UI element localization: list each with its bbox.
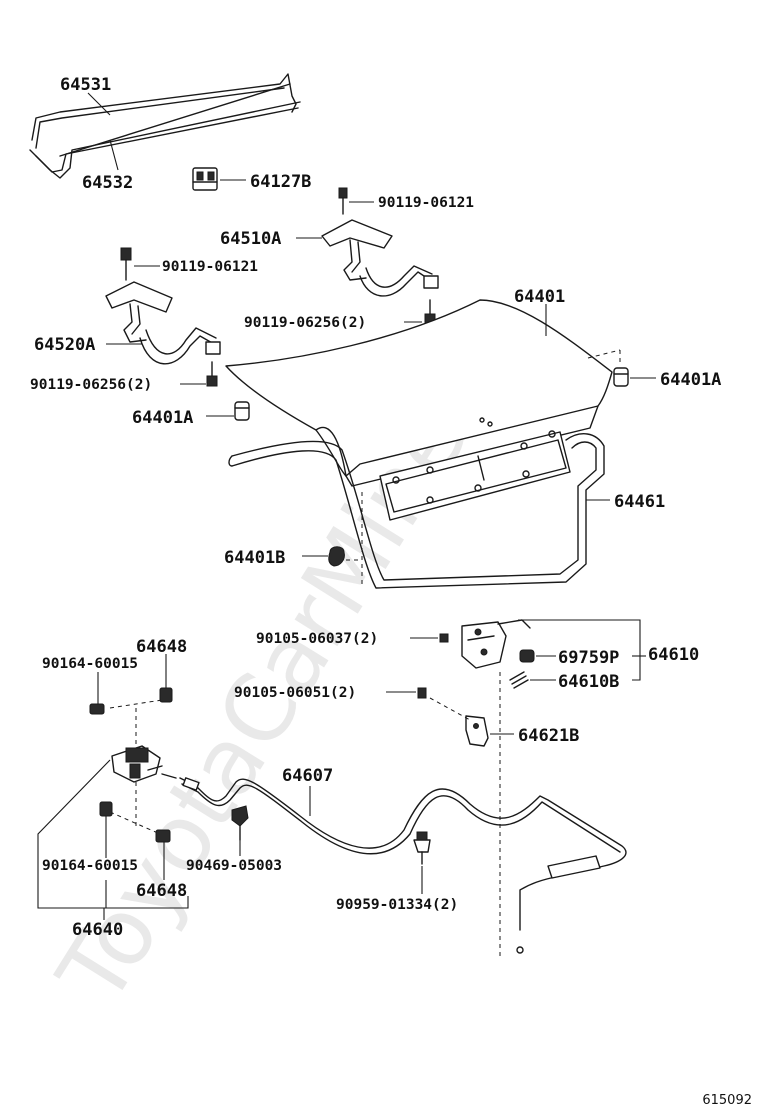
label-64610b: 64610B [558,672,619,692]
weatherstrip-64461 [228,433,605,589]
diagram-code: 615092 [702,1093,752,1108]
label-64621b: 64621B [518,726,579,746]
label-90164-60015-bottom: 90164-60015 [42,858,138,874]
stopper-64401a-left [234,401,250,421]
leader-64532 [109,139,119,171]
label-64127b: 64127B [250,172,311,192]
label-64531: 64531 [60,75,111,95]
label-64401a-left: 64401A [132,408,193,428]
clip-64648-top [159,687,173,703]
hinge-64510a [321,187,439,325]
stopper-64401a-right [613,367,629,387]
label-90105-06037: 90105-06037(2) [256,631,378,647]
label-90119-06121-b: 90119-06121 [162,259,258,275]
label-64607: 64607 [282,766,333,786]
hinge-64520a [105,247,221,387]
clip-64648-bottom [155,829,171,843]
label-64610: 64610 [648,645,699,665]
bracket-64640 [37,759,189,909]
label-90959-01334: 90959-01334(2) [336,897,458,913]
label-90105-06051: 90105-06051(2) [234,685,356,701]
label-64640: 64640 [72,920,123,940]
bracket-64621b [465,715,489,747]
label-64401a-right: 64401A [660,370,721,390]
label-69759p: 69759P [558,648,619,668]
screw-90164-60015-bottom [99,801,113,817]
label-64648-top: 64648 [136,637,187,657]
label-64648-bottom: 64648 [136,881,187,901]
label-64510a: 64510A [220,229,281,249]
label-90119-06256-b: 90119-06256(2) [30,377,152,393]
clip-90959-01334 [413,831,431,865]
lock-64610 [417,619,535,699]
clamp-90469-05003 [231,805,249,841]
label-64401: 64401 [514,287,565,307]
label-64401b: 64401B [224,548,285,568]
label-64532: 64532 [82,173,133,193]
release-cable-64607 [161,773,627,931]
label-90119-06256-a: 90119-06256(2) [244,315,366,331]
label-90119-06121-a: 90119-06121 [378,195,474,211]
label-90164-60015-top: 90164-60015 [42,656,138,672]
bracket-64610 [518,619,641,681]
guide-64401a-right [587,349,621,359]
leader-64531 [87,92,111,116]
clip-64127b [192,167,218,191]
label-64461: 64461 [614,492,665,512]
screw-90164-60015-top [89,703,105,715]
trunk-lid-64401 [225,299,613,521]
label-64520a: 64520A [34,335,95,355]
cushion-64401b [328,546,345,567]
opener-64640 [111,745,163,783]
label-90469-05003: 90469-05003 [186,858,282,874]
